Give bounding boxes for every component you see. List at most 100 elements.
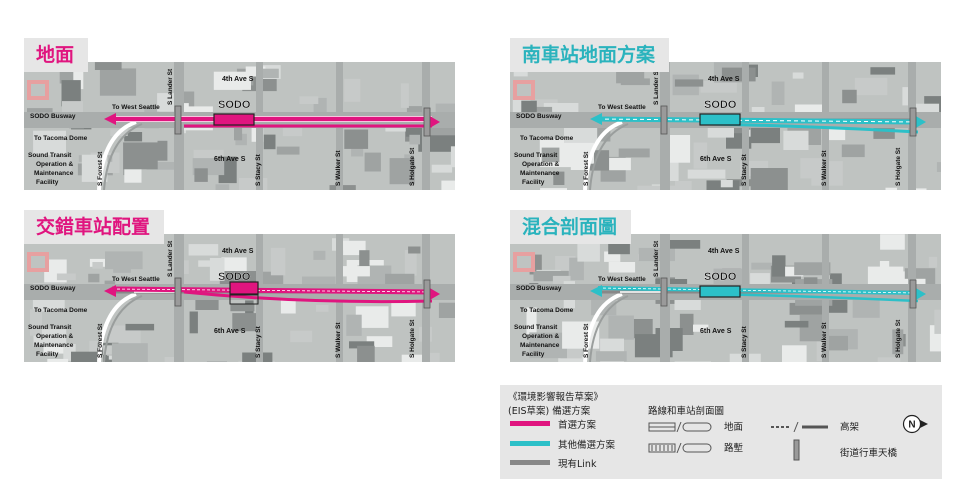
arrow-west-seattle-icon	[104, 113, 116, 125]
building	[105, 251, 143, 270]
legend-label-overpass: 街道行車天橋	[840, 448, 898, 459]
label-s-forest-st: S Forest St	[583, 151, 590, 186]
label-6th-ave-s: 6th Ave S	[214, 156, 246, 163]
building	[606, 157, 631, 171]
building	[693, 142, 708, 169]
label-sodo-busway: SODO Busway	[30, 113, 76, 120]
building	[564, 127, 598, 144]
alignment-band-lower	[183, 290, 433, 304]
legend-label-at-grade: 地面	[724, 422, 744, 433]
label-s-lander-st: S Lander St	[167, 68, 174, 105]
label-s-stacy-st: S Stacy St	[255, 325, 262, 358]
label-sodo-station: SODO	[218, 271, 251, 283]
label-s-holgate-st: S Holgate St	[895, 319, 902, 358]
legend-header-2: (EIS草案) 備選方案	[508, 406, 591, 417]
building	[209, 258, 225, 281]
busway-curve	[97, 120, 137, 190]
sodo-station-box	[229, 281, 259, 295]
building	[529, 332, 567, 359]
building	[424, 352, 440, 362]
building	[608, 240, 630, 255]
label-facility-line: Sound Transit	[514, 152, 558, 159]
label-sodo-busway: SODO Busway	[516, 285, 562, 292]
label-4th-ave-s: 4th Ave S	[222, 248, 254, 255]
building	[526, 307, 537, 336]
building	[559, 142, 594, 164]
building	[782, 345, 807, 362]
overpass-holgate	[909, 279, 917, 309]
legend-label-elevated: 高架	[840, 422, 860, 433]
building	[616, 69, 645, 84]
arrow-west-seattle-icon	[590, 113, 602, 125]
label-to-west-seattle: To West Seattle	[112, 104, 160, 111]
label-s-forest-st: S Forest St	[97, 151, 104, 186]
building	[408, 246, 421, 254]
label-to-tacoma-dome: To Tacoma Dome	[34, 307, 88, 314]
building	[569, 257, 584, 281]
label-s-walker-st: S Walker St	[335, 322, 342, 358]
overpass-holgate	[909, 107, 917, 137]
building	[234, 120, 243, 141]
building	[123, 142, 158, 170]
building	[800, 158, 824, 179]
building	[213, 71, 251, 90]
busway-curve-inner	[589, 123, 629, 190]
label-s-lander-st: S Lander St	[167, 240, 174, 277]
label-facility-line: Facility	[36, 179, 59, 186]
label-facility-line: Facility	[522, 179, 545, 186]
overpass-lander	[174, 277, 182, 307]
label-to-tacoma-dome: To Tacoma Dome	[520, 307, 574, 314]
building	[679, 313, 694, 335]
building	[751, 107, 765, 116]
building	[604, 251, 621, 262]
overpass-holgate	[423, 279, 431, 309]
building	[56, 273, 76, 281]
building	[357, 345, 375, 362]
building	[789, 302, 827, 315]
label-facility-line: Facility	[36, 351, 59, 358]
building	[552, 275, 571, 287]
road-stacy	[742, 234, 749, 362]
busway-curve-inner	[103, 295, 143, 362]
building	[92, 262, 103, 269]
building	[908, 188, 927, 190]
building	[877, 357, 901, 362]
building	[928, 256, 938, 268]
label-facility-line: Sound Transit	[514, 324, 558, 331]
building	[125, 323, 155, 331]
building	[366, 336, 393, 347]
label-4th-ave-s: 4th Ave S	[708, 248, 740, 255]
building	[193, 149, 224, 162]
building	[344, 129, 369, 149]
label-sodo-station: SODO	[704, 271, 737, 283]
label-facility-line: Maintenance	[34, 342, 74, 349]
legend-label-retained-cut: 路塹	[724, 443, 744, 454]
alignment-rail	[597, 287, 919, 294]
building	[934, 309, 941, 334]
building	[364, 152, 381, 172]
building	[558, 356, 583, 362]
label-facility-line: Maintenance	[34, 170, 74, 177]
building	[88, 273, 100, 283]
arrow-tacoma-icon	[914, 115, 926, 129]
building	[359, 250, 370, 267]
building	[784, 320, 809, 328]
road-walker	[822, 62, 829, 190]
building	[349, 341, 375, 349]
building	[618, 148, 650, 158]
building	[633, 319, 653, 339]
arrow-west-seattle-icon	[590, 285, 602, 297]
north-arrow-label: N	[908, 420, 915, 431]
legend-elevated-symbol	[770, 421, 830, 435]
label-facility-line: Operation &	[36, 161, 74, 168]
building	[189, 311, 198, 334]
building	[854, 77, 888, 96]
building	[431, 164, 453, 173]
label-s-stacy-st: S Stacy St	[741, 325, 748, 358]
building	[401, 354, 429, 362]
overpass-holgate	[423, 107, 431, 137]
building	[43, 341, 66, 354]
building	[299, 96, 319, 104]
sodo-station-box	[699, 113, 741, 126]
